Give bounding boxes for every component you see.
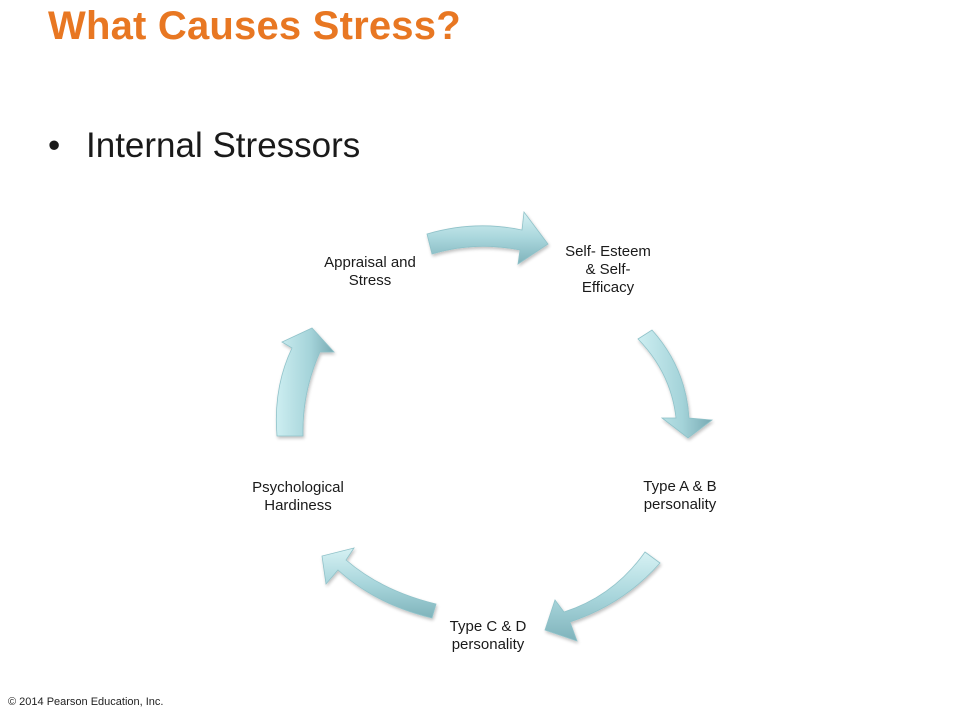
- node-hardiness-line-2: Hardiness: [264, 497, 332, 514]
- bullet-item: • Internal Stressors: [48, 126, 360, 166]
- node-type-ab-line-2: personality: [643, 496, 717, 513]
- node-type-cd-line-1: Type C & D: [449, 618, 527, 635]
- node-hardiness-line-1: Psychological: [252, 479, 344, 496]
- node-type-cd: Type C & D personality: [418, 618, 558, 654]
- bullet-marker: •: [48, 126, 61, 165]
- node-appraisal-line-1: Appraisal and: [324, 254, 416, 271]
- node-type-ab-line-1: Type A & B: [643, 478, 717, 495]
- node-self-esteem-line-3: Efficacy: [581, 279, 635, 296]
- node-self-esteem: Self- Esteem & Self- Efficacy: [538, 243, 678, 297]
- node-type-cd-line-2: personality: [451, 636, 525, 653]
- cycle-arrow-top: [426, 210, 549, 265]
- cycle-arrow-left: [275, 327, 335, 437]
- slide-title: What Causes Stress?: [48, 4, 461, 48]
- node-appraisal: Appraisal and Stress: [300, 254, 440, 290]
- cycle-arrow-bottom-right: [544, 551, 661, 642]
- cycle-arrow-right: [637, 329, 714, 439]
- node-appraisal-line-2: Stress: [348, 272, 392, 289]
- cycle-arrow-bottom-left: [321, 547, 437, 619]
- bullet-text: Internal Stressors: [86, 126, 361, 165]
- node-self-esteem-line-2: & Self-: [585, 261, 631, 278]
- copyright-notice: © 2014 Pearson Education, Inc.: [8, 696, 164, 708]
- node-hardiness: Psychological Hardiness: [228, 479, 368, 515]
- node-type-ab: Type A & B personality: [610, 478, 750, 514]
- node-self-esteem-line-1: Self- Esteem: [565, 243, 651, 260]
